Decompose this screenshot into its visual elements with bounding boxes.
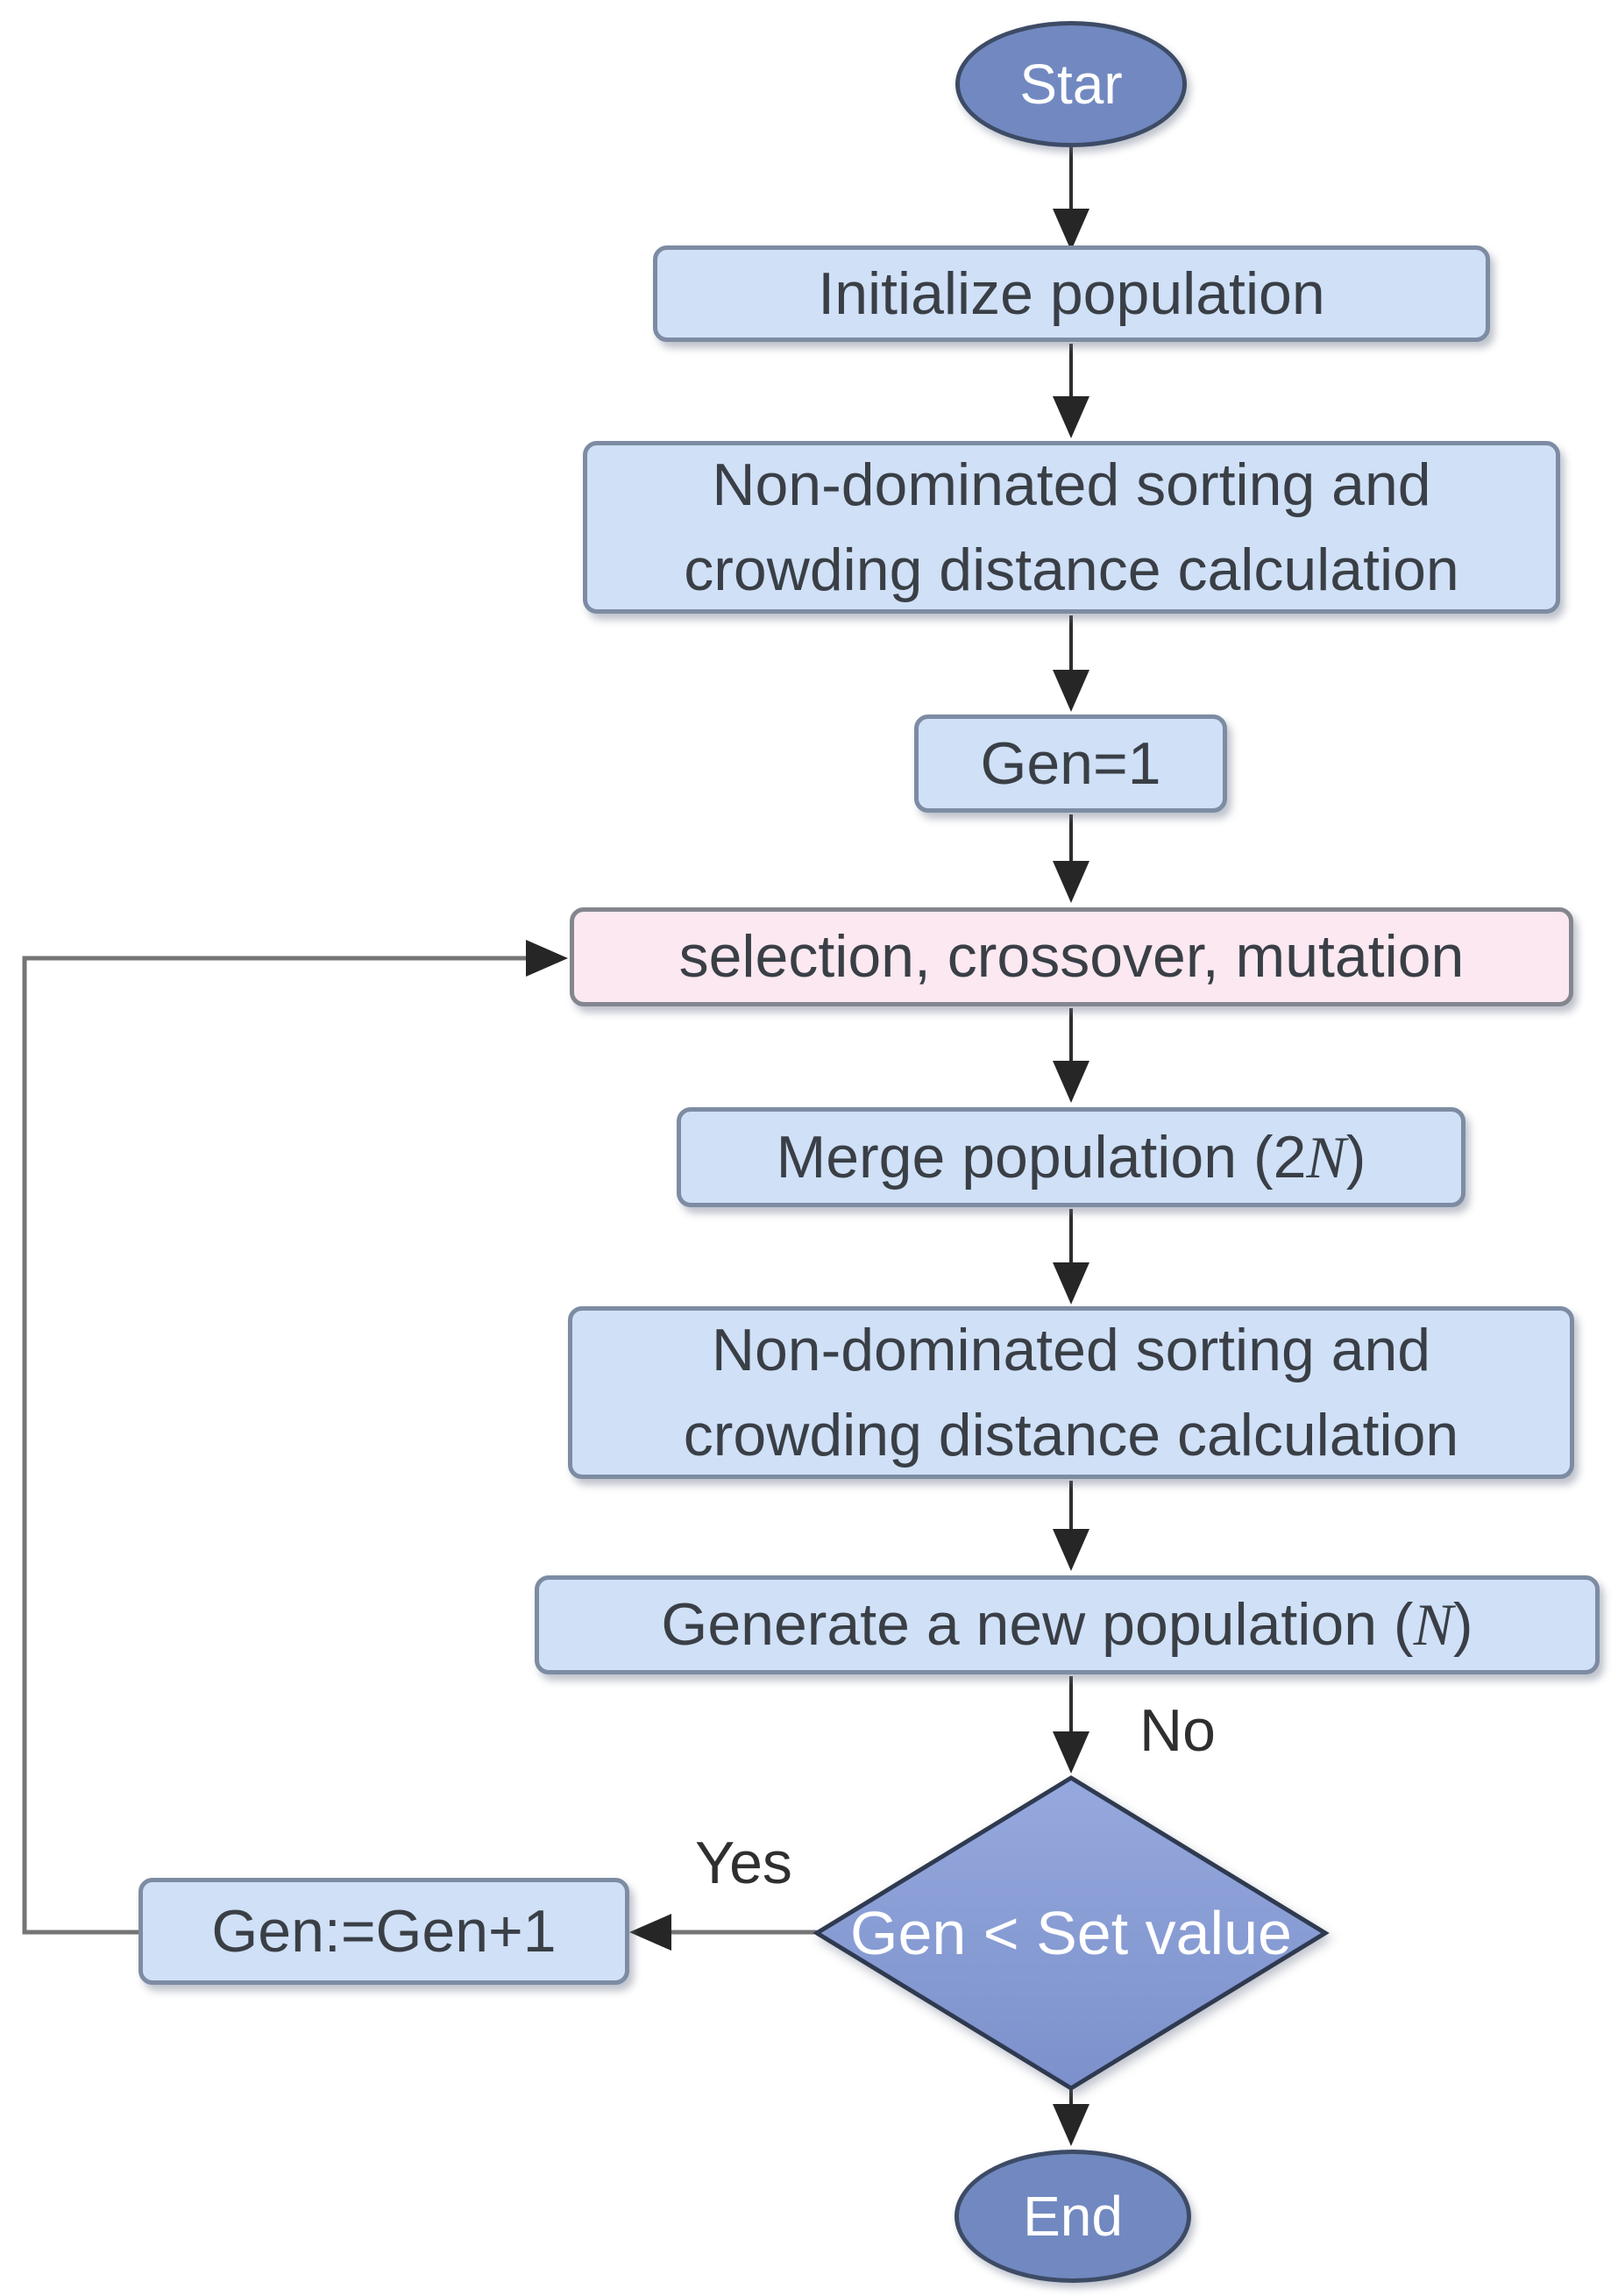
label-yes: Yes <box>695 1830 792 1896</box>
arrow-initialize-to-sorting <box>1053 344 1089 438</box>
node-gen-equals-1: Gen=1 <box>914 714 1227 813</box>
node-decision-gen-lt-set-value: Gen < Set value <box>817 1778 1325 2088</box>
newpop-var-n: N <box>1413 1591 1453 1659</box>
arrow-variation-to-merge <box>1053 1008 1089 1103</box>
arrow-merge-to-sorting2 <box>1053 1209 1089 1304</box>
arrow-decision-to-end <box>1053 2090 1089 2146</box>
node-end-terminator: End <box>954 2150 1191 2283</box>
arrow-sorting-to-gen1 <box>1053 615 1089 712</box>
sorting-bottom-label: Non-dominated sorting and crowding dista… <box>683 1316 1459 1468</box>
arrow-gen1-to-variation <box>1053 814 1089 903</box>
arrow-start-to-initialize <box>1053 146 1089 251</box>
label-no: No <box>1139 1697 1216 1764</box>
arrow-decision-yes-to-increment <box>629 1914 817 1951</box>
initialize-label: Initialize population <box>818 259 1325 327</box>
node-merge-population: Merge population (2N) <box>677 1107 1465 1207</box>
node-nondominated-sorting-top: Non-dominated sorting and crowding dista… <box>583 441 1560 614</box>
node-initialize-population: Initialize population <box>653 245 1490 342</box>
merge-label: Merge population (2N) <box>776 1123 1366 1191</box>
arrow-loop-increment-to-variation <box>22 940 568 1935</box>
decision-diamond-shape <box>813 1775 1330 2091</box>
node-start-terminator: Star <box>955 21 1187 147</box>
arrow-sorting2-to-newpop <box>1053 1481 1089 1571</box>
gen-init-label: Gen=1 <box>980 729 1161 797</box>
newpop-label: Generate a new population (N) <box>661 1591 1473 1659</box>
variation-label: selection, crossover, mutation <box>678 923 1465 991</box>
node-nondominated-sorting-bottom: Non-dominated sorting and crowding dista… <box>568 1306 1574 1479</box>
node-generate-new-population: Generate a new population (N) <box>535 1575 1600 1674</box>
end-label: End <box>1023 2185 1123 2248</box>
decision-label-text: Gen < Set value <box>850 1899 1292 1967</box>
node-gen-increment: Gen:=Gen+1 <box>138 1878 629 1985</box>
start-label: Star <box>1019 53 1123 116</box>
sorting-top-label: Non-dominated sorting and crowding dista… <box>684 451 1459 603</box>
node-selection-crossover-mutation: selection, crossover, mutation <box>570 907 1573 1006</box>
merge-var-n: N <box>1306 1123 1346 1191</box>
arrow-newpop-to-decision <box>1053 1676 1089 1774</box>
increment-label: Gen:=Gen+1 <box>211 1897 557 1965</box>
